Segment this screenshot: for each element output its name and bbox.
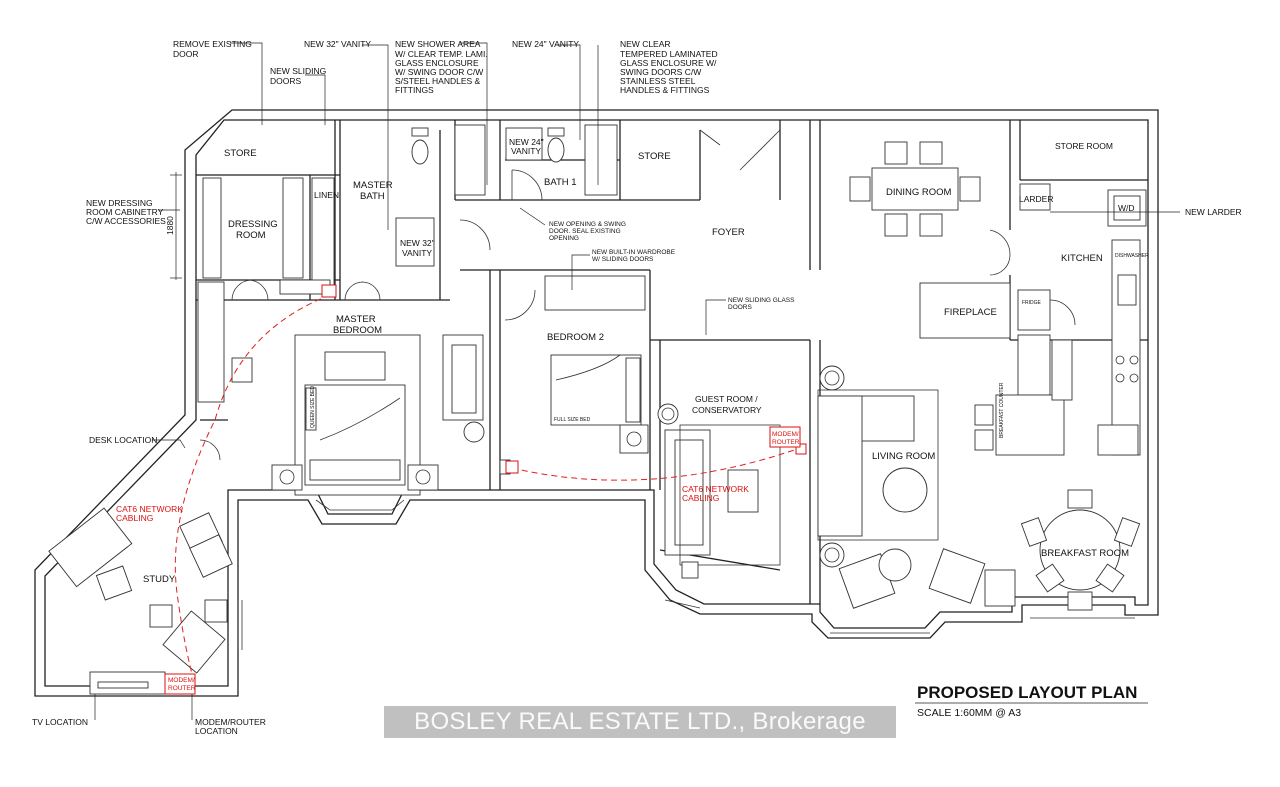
note-shower-2: W/ CLEAR TEMP. LAMI.: [395, 49, 488, 59]
label-store-mid: STORE: [638, 151, 671, 162]
label-store-left: STORE: [224, 148, 257, 159]
label-fireplace: FIREPLACE: [944, 307, 997, 318]
outlet-guest-room: [795, 443, 807, 455]
label-dressing-2: ROOM: [236, 230, 266, 241]
note-remove-door-1: REMOVE EXISTING: [173, 39, 252, 49]
plan-scale: SCALE 1:60MM @ A3: [917, 707, 1021, 719]
label-master-bedroom-2: BEDROOM: [333, 325, 382, 336]
label-bath1: BATH 1: [544, 177, 577, 188]
note-new-32-vanity: NEW 32" VANITY: [304, 39, 371, 49]
window-bays: [315, 499, 1135, 634]
plan-title: PROPOSED LAYOUT PLAN: [917, 683, 1137, 702]
label-kitchen: KITCHEN: [1061, 253, 1103, 264]
note-clear-3: GLASS ENCLOSURE W/: [620, 58, 717, 68]
label-master-bath-2: BATH: [360, 191, 385, 202]
note-modem-location-1: MODEM/ROUTER: [195, 717, 266, 727]
interior-walls: [196, 120, 1148, 604]
label-queen-size-bed: QUEEN SIZE BED: [310, 386, 316, 428]
note-clear-2: TEMPERED LAMINATED: [620, 49, 718, 59]
annotation-notes: REMOVE EXISTING DOOR NEW SLIDING DOORS N…: [32, 39, 1242, 736]
label-fridge: FRIDGE: [1022, 300, 1042, 306]
note-new-opening-2: DOOR. SEAL EXISTING: [549, 228, 621, 235]
note-glass-doors-1: NEW SLIDING GLASS: [728, 297, 795, 304]
label-master-bath-1: MASTER: [353, 180, 393, 191]
leader-lines: [94, 42, 1180, 720]
label-vanity32-1: NEW 32": [400, 238, 435, 248]
note-modem-location-2: LOCATION: [195, 726, 238, 736]
label-vanity24-2: VANITY: [511, 146, 541, 156]
label-master-bedroom-1: MASTER: [336, 314, 376, 325]
note-cat6-guest-1: CAT6 NETWORK: [682, 484, 749, 494]
note-dressing-cab-2: ROOM CABINETRY: [86, 207, 164, 217]
brokerage-watermark: BOSLEY REAL ESTATE LTD., Brokerage: [384, 706, 896, 738]
label-larder: LARDER: [1019, 194, 1053, 204]
note-shower-6: FITTINGS: [395, 85, 434, 95]
note-new-sliding-2: DOORS: [270, 76, 302, 86]
label-guest-room-1: GUEST ROOM /: [695, 394, 758, 404]
note-modem-guest-1: MODEM/: [772, 431, 799, 438]
note-shower-1: NEW SHOWER AREA: [395, 39, 481, 49]
dimension-1880: 1880: [165, 216, 175, 235]
note-cat6-study-1: CAT6 NETWORK: [116, 504, 183, 514]
label-dishwasher: DISHWASHER: [1115, 253, 1149, 259]
label-vanity24-1: NEW 24": [509, 137, 544, 147]
note-clear-1: NEW CLEAR: [620, 39, 671, 49]
note-wardrobe-1: NEW BUILT-IN WARDROBE: [592, 249, 676, 256]
note-new-opening-1: NEW OPENING & SWING: [549, 221, 626, 228]
note-modem-study-1: MODEM/: [168, 677, 195, 684]
room-labels: STORE DRESSING ROOM LINEN MASTER BATH NE…: [143, 137, 1149, 585]
cat6-cable-route: [174, 294, 801, 686]
label-dining-room: DINING ROOM: [886, 187, 952, 198]
label-study: STUDY: [143, 574, 176, 585]
label-dressing-1: DRESSING: [228, 219, 278, 230]
label-guest-room-2: CONSERVATORY: [692, 405, 762, 415]
note-new-larder: NEW LARDER: [1185, 207, 1242, 217]
note-tv-location: TV LOCATION: [32, 717, 88, 727]
note-shower-4: W/ SWING DOOR C/W: [395, 67, 483, 77]
furniture: [48, 124, 1147, 695]
note-desk-location: DESK LOCATION: [89, 435, 157, 445]
label-breakfast-room: BREAKFAST ROOM: [1041, 548, 1129, 559]
note-clear-6: HANDLES & FITTINGS: [620, 85, 710, 95]
note-new-opening-3: OPENING: [549, 235, 579, 242]
outlet-bedroom2: [505, 460, 519, 474]
modem-box-study: [164, 673, 196, 695]
modem-box-guest: [769, 426, 801, 448]
label-bedroom2: BEDROOM 2: [547, 332, 604, 343]
note-remove-door-2: DOOR: [173, 49, 199, 59]
door-swings: [199, 129, 1076, 461]
note-modem-guest-2: ROUTER: [772, 439, 800, 446]
note-glass-doors-2: DOORS: [728, 304, 753, 311]
label-full-size-bed: FULL SIZE BED: [554, 417, 591, 423]
label-foyer: FOYER: [712, 227, 745, 238]
note-cat6-guest-2: CABLING: [682, 493, 719, 503]
note-new-24-vanity: NEW 24" VANITY: [512, 39, 579, 49]
outlet-master-bath: [321, 284, 337, 298]
note-modem-study-2: ROUTER: [168, 685, 196, 692]
note-new-sliding-1: NEW SLIDING: [270, 66, 326, 76]
note-shower-5: S/STEEL HANDLES &: [395, 76, 481, 86]
label-wd: W/D: [1118, 203, 1135, 213]
note-cat6-study-2: CABLING: [116, 513, 153, 523]
label-linen: LINEN: [314, 190, 339, 200]
label-breakfast-counter: BREAKFAST COUNTER: [999, 382, 1005, 438]
note-dressing-cab-3: C/W ACCESSORIES: [86, 216, 166, 226]
label-vanity32-2: VANITY: [402, 248, 432, 258]
note-dressing-cab-1: NEW DRESSING: [86, 198, 153, 208]
label-store-room: STORE ROOM: [1055, 141, 1113, 151]
note-wardrobe-2: W/ SLIDING DOORS: [592, 256, 654, 263]
label-living-room: LIVING ROOM: [872, 451, 935, 462]
note-clear-5: STAINLESS STEEL: [620, 76, 696, 86]
note-clear-4: SWING DOORS C/W: [620, 67, 701, 77]
note-shower-3: GLASS ENCLOSURE: [395, 58, 479, 68]
